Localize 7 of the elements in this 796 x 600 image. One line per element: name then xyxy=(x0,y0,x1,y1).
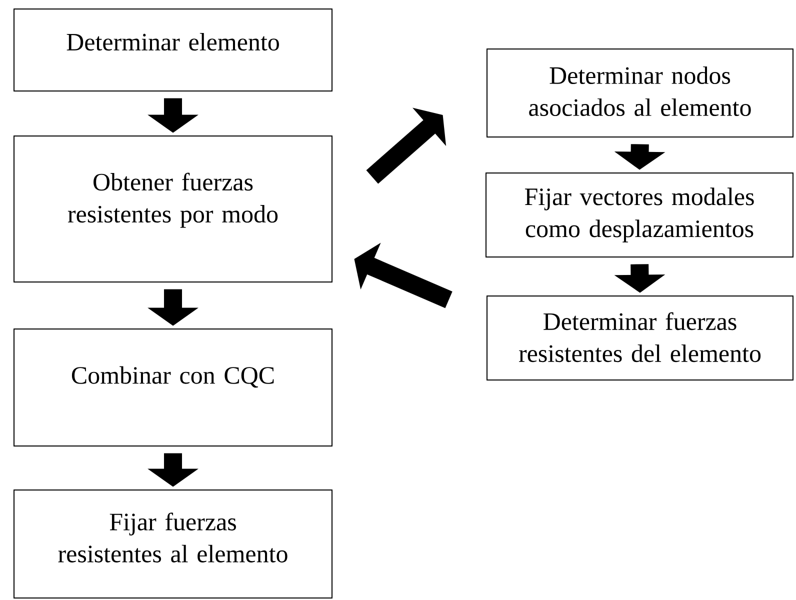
process-box: Determinar nodos asociados al elemento xyxy=(486,48,794,138)
process-box: Determinar fuerzas resistentes del elemento xyxy=(486,296,794,380)
process-box: Combinar con CQC xyxy=(14,328,332,446)
process-box: Obtener fuerzas resistentes por modo xyxy=(14,136,332,282)
process-box: Fijar vectores modales como desplazamientos xyxy=(486,172,794,258)
process-box: Fijar fuerzas resistentes al elemento xyxy=(14,490,332,598)
process-box: Determinar elemento xyxy=(14,8,332,92)
